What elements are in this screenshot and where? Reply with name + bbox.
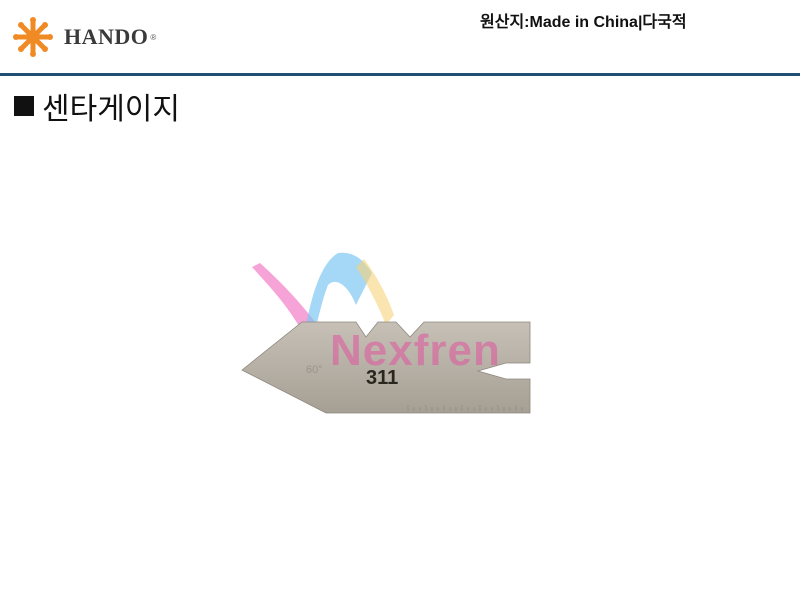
gauge-scale [407, 405, 523, 411]
product-title: 센타게이지 [14, 84, 180, 128]
gauge-angle-label: 60° [306, 364, 323, 376]
center-gauge-image: 60° 311 Nexfren [241, 252, 531, 414]
gauge-model-label: 311 [366, 367, 398, 389]
header-divider [0, 73, 800, 76]
watermark-ribbon-pink [252, 263, 316, 335]
page-header: HANDO ® 원산지:Made in China|다국적 [0, 0, 800, 74]
brand-name: HANDO [64, 24, 149, 49]
origin-text: 원산지:Made in China|다국적 [480, 14, 687, 31]
product-title-text: 센타게이지 [42, 93, 180, 126]
watermark-ribbon-blue [304, 252, 372, 335]
gauge-plate [241, 321, 531, 414]
watermark-text: Nexfren [330, 326, 501, 375]
brand-logo: HANDO ® [12, 16, 156, 58]
black-square-icon [14, 96, 34, 116]
registered-mark: ® [150, 32, 157, 42]
watermark-ribbon-yellow [356, 259, 394, 325]
orange-starburst-icon [13, 17, 53, 57]
